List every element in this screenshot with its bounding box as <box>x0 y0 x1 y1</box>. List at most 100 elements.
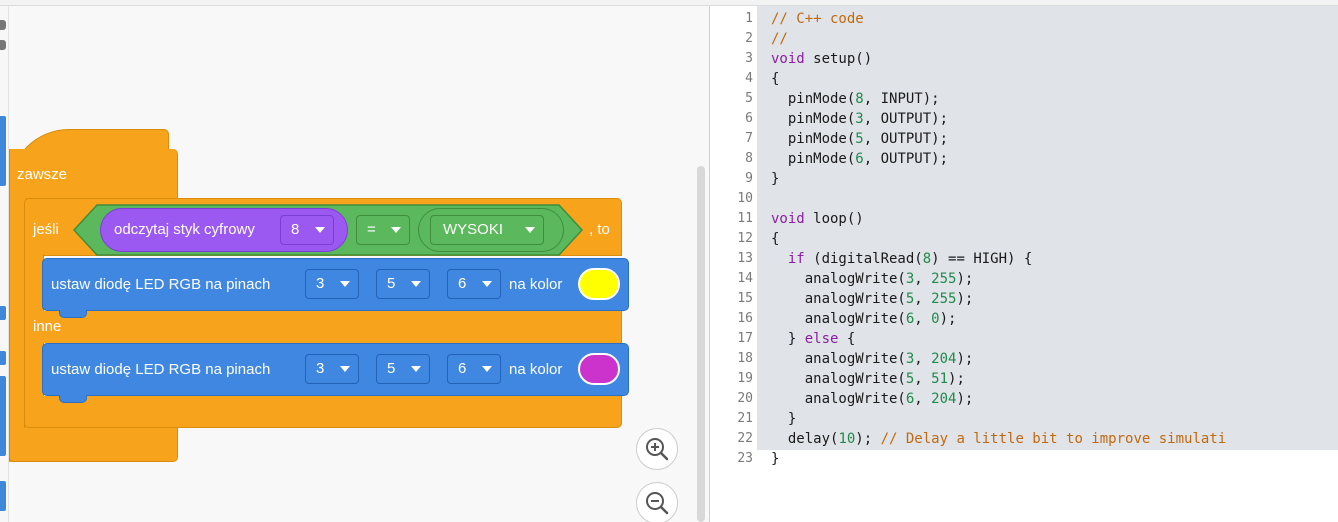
zoom-out-button[interactable] <box>636 482 678 522</box>
code-token: { <box>771 231 780 247</box>
rgb-then-pin-2-dropdown[interactable]: 5 <box>376 269 430 299</box>
code-token: pinMode( <box>771 131 856 147</box>
blocks-drawer-edge[interactable] <box>0 6 9 522</box>
code-line[interactable]: analogWrite(3, 204); <box>771 349 974 369</box>
code-token: , <box>914 271 932 287</box>
code-line[interactable]: analogWrite(6, 204); <box>771 389 974 409</box>
line-number: 15 <box>737 291 753 306</box>
rgb-else-pin-1-dropdown[interactable]: 3 <box>305 354 359 384</box>
line-number: 9 <box>745 171 753 186</box>
code-line[interactable]: analogWrite(5, 255); <box>771 289 974 309</box>
rgb-else-pin-3-dropdown[interactable]: 6 <box>447 354 501 384</box>
code-token: void <box>771 211 805 227</box>
panel-divider[interactable] <box>709 6 710 522</box>
line-number: 7 <box>745 131 753 146</box>
code-token: analogWrite( <box>771 371 906 387</box>
workspace-scrollbar[interactable] <box>697 166 705 522</box>
code-token: setup() <box>804 51 873 67</box>
rgb-then-pin-1-dropdown[interactable]: 3 <box>305 269 359 299</box>
code-token: } <box>771 451 780 467</box>
code-token: , <box>914 391 932 407</box>
line-number: 20 <box>737 391 753 406</box>
line-number: 21 <box>737 411 753 426</box>
code-line[interactable]: delay(10); // Delay a little bit to impr… <box>771 429 1226 449</box>
code-line[interactable]: void setup() <box>771 49 872 69</box>
chevron-down-icon <box>482 366 492 372</box>
block-notch <box>59 310 87 318</box>
code-token: if <box>787 251 805 267</box>
category-tab[interactable] <box>0 481 6 511</box>
code-token: 255 <box>931 291 957 307</box>
code-token: 6 <box>855 151 864 167</box>
code-line[interactable]: // C++ code <box>771 9 864 29</box>
value-dropdown[interactable]: WYSOKI <box>430 215 544 245</box>
value-text: WYSOKI <box>443 221 504 238</box>
code-token: ) == HIGH) { <box>931 251 1033 267</box>
code-line[interactable]: pinMode(8, INPUT); <box>771 89 940 109</box>
code-token: ); <box>939 311 957 327</box>
code-line[interactable]: analogWrite(6, 0); <box>771 309 957 329</box>
code-token: 6 <box>905 391 915 407</box>
code-editor[interactable] <box>757 6 1338 522</box>
operator-dropdown[interactable]: = <box>356 215 410 245</box>
code-token: // <box>771 31 788 47</box>
code-token: analogWrite( <box>771 311 906 327</box>
code-token: ); <box>956 391 974 407</box>
category-tab[interactable] <box>0 116 6 186</box>
code-line[interactable]: analogWrite(5, 51); <box>771 369 965 389</box>
else-row <box>24 311 622 343</box>
code-token: } <box>771 171 780 187</box>
zoom-in-button[interactable] <box>636 428 678 470</box>
code-editor-empty-area[interactable] <box>757 450 1338 522</box>
drawer-handle-icon[interactable] <box>0 20 6 30</box>
code-line[interactable]: pinMode(6, OUTPUT); <box>771 149 948 169</box>
code-token: , OUTPUT); <box>863 111 949 127</box>
code-line[interactable]: } <box>771 409 796 429</box>
line-number: 13 <box>737 251 753 266</box>
code-line[interactable]: } else { <box>771 329 855 349</box>
code-token: analogWrite( <box>771 291 906 307</box>
code-token: 5 <box>905 371 915 387</box>
blocks-workspace[interactable]: zawsze jeśli , to inne odczytaj styk cyf… <box>9 6 709 522</box>
code-token: { <box>838 331 856 347</box>
line-number: 3 <box>745 51 753 66</box>
category-tab[interactable] <box>0 306 6 320</box>
code-line[interactable]: // <box>771 29 788 49</box>
chevron-down-icon <box>525 227 535 233</box>
code-line[interactable]: } <box>771 169 779 189</box>
rgb-then-color-swatch[interactable] <box>578 268 620 300</box>
pin-value: 5 <box>387 275 396 292</box>
code-line[interactable]: { <box>771 69 779 89</box>
code-token: void <box>771 51 805 67</box>
code-token: loop() <box>804 211 864 227</box>
line-number-gutter <box>711 6 757 522</box>
code-line[interactable]: } <box>771 449 779 469</box>
pin-value: 5 <box>387 360 396 377</box>
code-token: pinMode( <box>771 151 856 167</box>
code-line[interactable]: if (digitalRead(8) == HIGH) { <box>771 249 1032 269</box>
code-line[interactable]: { <box>771 229 779 249</box>
code-line[interactable]: analogWrite(3, 255); <box>771 269 974 289</box>
line-number: 5 <box>745 91 753 106</box>
line-number: 12 <box>737 231 753 246</box>
code-token: analogWrite( <box>771 391 906 407</box>
code-token: , INPUT); <box>863 91 940 107</box>
category-tab[interactable] <box>0 376 6 456</box>
read-pin-dropdown[interactable]: 8 <box>280 215 334 245</box>
chevron-down-icon <box>482 281 492 287</box>
rgb-else-pin-2-dropdown[interactable]: 5 <box>376 354 430 384</box>
code-line[interactable]: pinMode(3, OUTPUT); <box>771 109 948 129</box>
chevron-down-icon <box>340 281 350 287</box>
line-number: 8 <box>745 151 753 166</box>
code-token: { <box>771 71 780 87</box>
rgb-else-color-swatch[interactable] <box>578 353 620 385</box>
code-line[interactable]: pinMode(5, OUTPUT); <box>771 129 948 149</box>
category-tab[interactable] <box>0 351 6 365</box>
rgb-then-pin-3-dropdown[interactable]: 6 <box>447 269 501 299</box>
code-token: , <box>914 311 932 327</box>
drawer-handle-icon[interactable] <box>0 40 6 50</box>
chevron-down-icon <box>391 227 401 233</box>
pin-value: 3 <box>316 275 325 292</box>
line-number: 19 <box>737 371 753 386</box>
code-line[interactable]: void loop() <box>771 209 864 229</box>
